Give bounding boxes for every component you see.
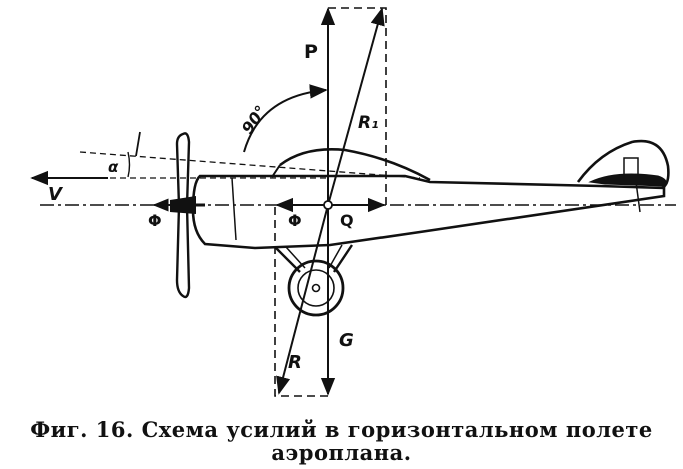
tail-rudder-line [623,157,639,180]
label-right-angle: 90° [238,102,271,138]
label-lift: P [304,41,318,63]
tail-stabilizer [588,173,667,187]
label-drag: Q [340,211,354,230]
wheel-inner [297,269,335,307]
label-thrust-center: Φ [288,211,302,230]
tail-fin [576,139,670,190]
wheel-outer [287,259,345,317]
figure-caption-line-2: аэроплана. [271,440,412,465]
label-thrust-propeller: Φ [148,211,162,230]
force-diagram: P R₁ R G Q Φ Φ V α 90° [30,7,676,397]
wing-chord-line [79,151,421,179]
label-velocity: V [48,184,64,205]
propeller-hub [170,196,196,214]
label-resultant-down: R [288,352,302,373]
center-of-pressure [323,200,333,210]
fuselage-tail-post [635,181,641,213]
label-weight: G [339,330,354,351]
gear-strut-rear [333,244,353,273]
gear-strut-front [274,246,301,273]
parallelogram-top [328,7,387,205]
resultant-up-vector [327,7,385,206]
wing-profile [279,148,431,182]
parallelogram-bottom [274,205,328,397]
right-angle-arc [243,84,328,153]
fuselage [191,174,666,250]
figure-caption-line-1: Фиг. 16. Схема усилий в горизонтальном п… [30,417,653,442]
label-angle-attack: α [108,158,119,176]
fuselage-panel-line [231,177,237,241]
resultant-down-vector [276,204,329,395]
angle-arc [127,151,131,178]
label-resultant-up: R₁ [358,113,379,133]
propeller-blade [175,132,191,299]
angle-tick [135,131,141,157]
wheel-hub [311,283,321,293]
wing-cabane [271,164,281,178]
